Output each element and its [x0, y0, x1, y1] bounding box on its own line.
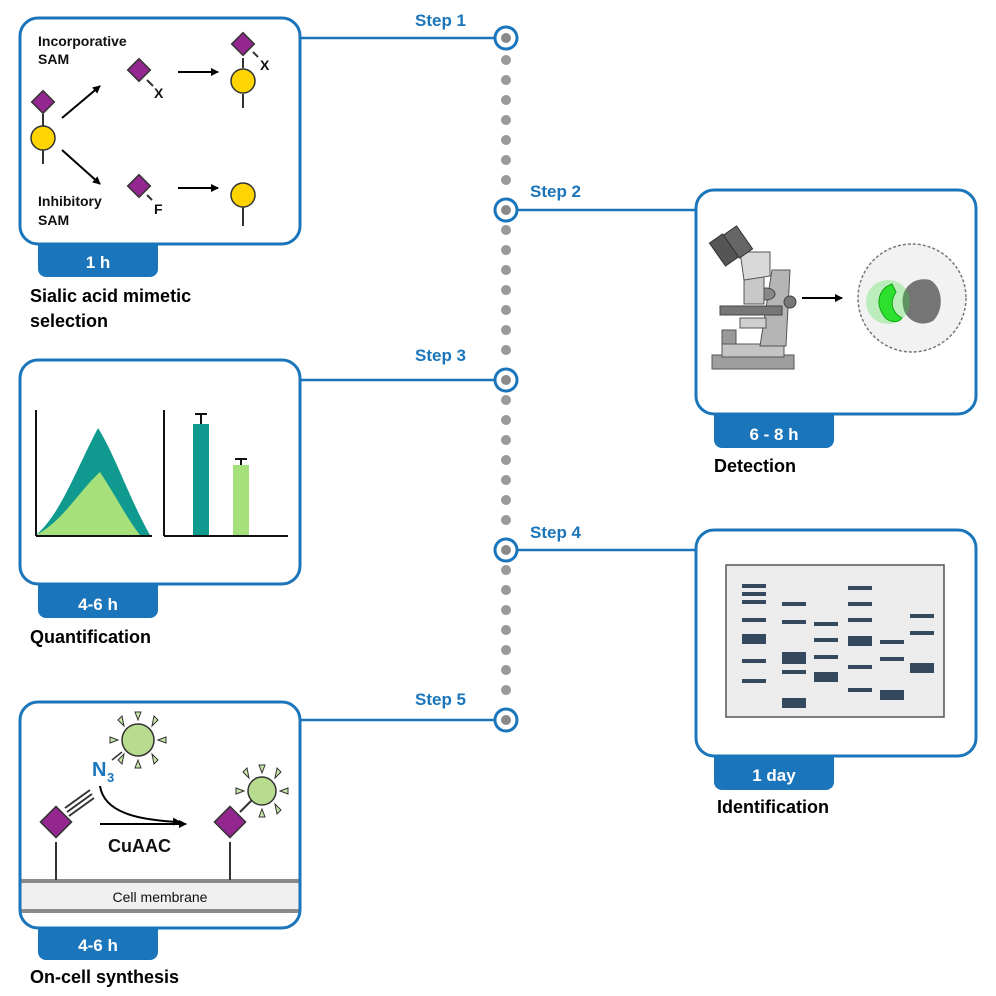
- step-5-label: Step 5: [415, 690, 466, 709]
- incorporative-label-line2: SAM: [38, 51, 69, 67]
- step-node-1: [493, 25, 519, 51]
- incorporative-label-line1: Incorporative: [38, 33, 127, 49]
- bar-plot: [163, 410, 288, 537]
- branch-arrow-down: [61, 149, 101, 185]
- step-5-panel: Cell membrane 4-6 h On-cell synthesis: [18, 700, 302, 987]
- step-1-caption-line1: Sialic acid mimetic: [30, 286, 191, 306]
- step-4-panel: 1 day Identification: [694, 528, 978, 817]
- sam-f-icon: [126, 173, 153, 201]
- step-2-label: Step 2: [530, 182, 581, 201]
- step-5-caption: On-cell synthesis: [30, 967, 179, 987]
- sialylated-glycan-icon: [30, 89, 56, 164]
- step-5-time: 4-6 h: [78, 936, 118, 955]
- step-4-caption: Identification: [717, 797, 829, 817]
- timeline-dots: [501, 55, 511, 695]
- step-node-5: [493, 707, 519, 733]
- branch-arrow-up: [61, 85, 101, 119]
- sam-x-icon: [126, 57, 154, 87]
- alkyne-sialic-acid-icon: [39, 789, 95, 880]
- step-4-label: Step 4: [530, 523, 582, 542]
- step-4-time: 1 day: [752, 766, 796, 785]
- step-3-caption: Quantification: [30, 627, 151, 647]
- histogram-plot: [35, 410, 152, 537]
- step-2-panel: 6 - 8 h Detection: [694, 188, 978, 476]
- step-node-4: [493, 537, 519, 563]
- f-group-label: F: [154, 201, 163, 217]
- step-1-panel: 1 h Sialic acid mimetic selection Incorp…: [18, 16, 302, 331]
- fluorophore-icon: [109, 711, 167, 769]
- timeline: Step 1 Step 2 Step 3 Step 4 Step 5: [300, 11, 696, 733]
- gel-icon: [725, 564, 945, 718]
- x-group-label: X: [154, 85, 164, 101]
- cell-membrane-label: Cell membrane: [113, 889, 208, 905]
- step-2-time: 6 - 8 h: [749, 425, 798, 444]
- microscope-icon: [708, 225, 797, 370]
- azide-n-label: N: [92, 759, 106, 781]
- step-2-caption: Detection: [714, 456, 796, 476]
- labeled-sialic-acid-icon: [213, 764, 289, 880]
- cuaac-label: CuAAC: [108, 836, 171, 856]
- unsialylated-glycan-icon: [230, 182, 256, 226]
- step-1-caption-line2: selection: [30, 311, 108, 331]
- step-3-label: Step 3: [415, 346, 466, 365]
- modified-glycan-icon: [230, 31, 259, 108]
- inhibitory-label-line1: Inhibitory: [38, 193, 102, 209]
- step-3-panel: 4-6 h Quantification: [18, 358, 302, 647]
- step-3-time: 4-6 h: [78, 595, 118, 614]
- step-node-3: [493, 367, 519, 393]
- azide-subscript: 3: [107, 770, 114, 785]
- step-node-2: [493, 197, 519, 223]
- cell-icon: [857, 243, 967, 353]
- step-1-label: Step 1: [415, 11, 466, 30]
- connectors: [300, 36, 696, 722]
- click-curve-arrow: [99, 785, 181, 826]
- step-1-time: 1 h: [86, 253, 111, 272]
- inhibitory-label-line2: SAM: [38, 212, 69, 228]
- x-group-product-label: X: [260, 57, 270, 73]
